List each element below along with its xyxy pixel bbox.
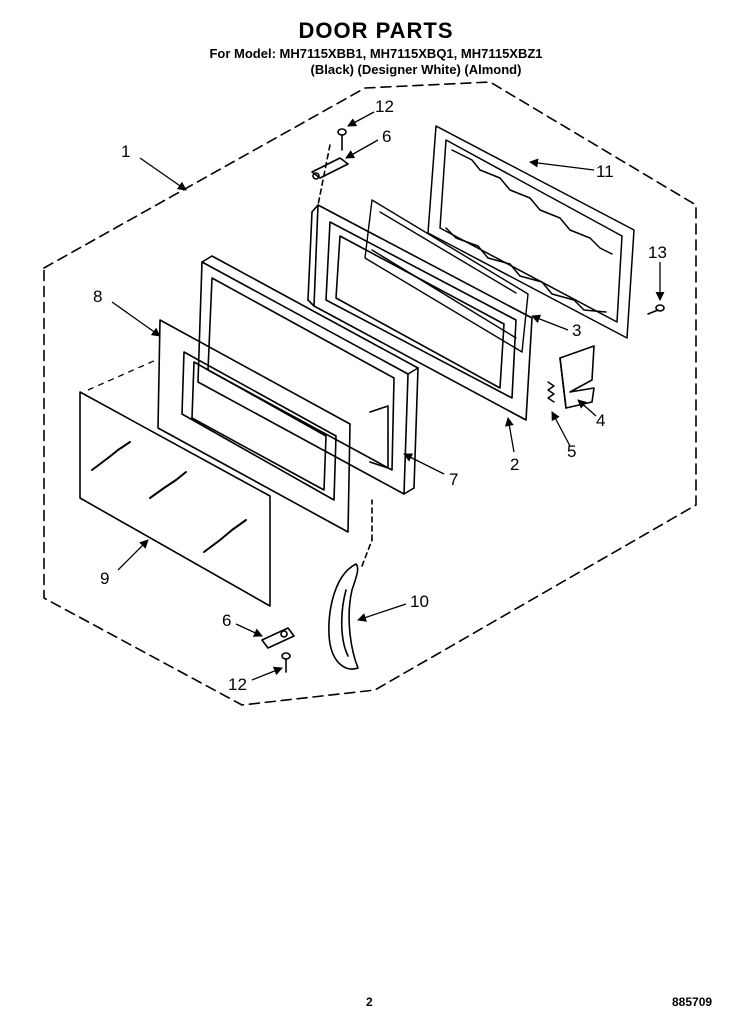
part-7-door-frame	[197, 255, 419, 495]
callout-12-lower: 12	[228, 675, 247, 694]
leader-10	[357, 603, 407, 622]
callout-2: 2	[510, 455, 519, 474]
callout-12-upper: 12	[375, 97, 394, 116]
leader-8	[111, 301, 161, 337]
part-4-latch-bracket	[559, 345, 595, 409]
callout-1: 1	[121, 142, 130, 161]
leader-12-upper	[347, 111, 375, 127]
leader-3	[531, 314, 569, 331]
callout-10: 10	[410, 592, 429, 611]
callout-6-lower: 6	[222, 611, 231, 630]
leader-12-lower	[251, 666, 283, 681]
document-number: 885709	[672, 995, 713, 1009]
callout-11: 11	[596, 162, 614, 181]
callout-13: 13	[648, 243, 667, 262]
leader-6-upper	[345, 139, 379, 159]
leader-1	[139, 157, 187, 191]
page-number: 2	[366, 995, 373, 1009]
part-5-spring	[547, 381, 555, 403]
part-2-inner-door	[307, 204, 533, 421]
leader-11	[529, 158, 595, 171]
page-title: DOOR PARTS	[298, 18, 454, 43]
callout-8: 8	[93, 287, 102, 306]
part-13-screw	[647, 304, 665, 315]
leader-6-lower	[235, 623, 263, 637]
leader-2	[504, 417, 515, 453]
part-12-lower-screw	[281, 652, 291, 673]
part-6-upper-hinge	[311, 144, 349, 206]
callout-5: 5	[567, 442, 576, 461]
part-8-trim-frame	[157, 319, 351, 533]
part-11-choke-frame	[427, 125, 635, 339]
leader-9	[117, 539, 149, 571]
callout-7: 7	[449, 470, 458, 489]
callout-6-upper: 6	[382, 127, 391, 146]
leader-5	[551, 411, 571, 447]
leader-4	[577, 399, 597, 417]
callout-9: 9	[100, 569, 109, 588]
model-list: For Model: MH7115XBB1, MH7115XBQ1, MH711…	[209, 46, 543, 61]
part-12-upper-screw	[337, 128, 347, 151]
part-3-window-screen	[364, 199, 529, 353]
callout-3: 3	[572, 321, 581, 340]
part-6-lower-hinge	[261, 627, 295, 649]
color-list: (Black) (Designer White) (Almond)	[310, 62, 522, 77]
part-9-glass-panel	[79, 391, 271, 607]
door-assembly-boundary	[43, 81, 697, 706]
callout-4: 4	[596, 411, 605, 430]
leader-7	[403, 453, 445, 475]
part-10-door-handle	[328, 499, 373, 670]
